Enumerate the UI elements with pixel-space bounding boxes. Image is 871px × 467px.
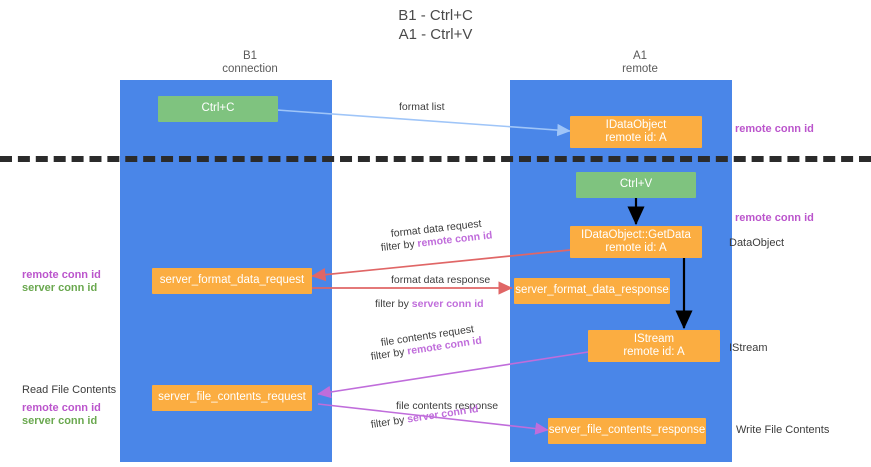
node-ctrl-c-label: Ctrl+C [201,102,235,115]
arrow-label-format-list: format list [399,101,445,113]
column-header-a1-role: remote [622,63,658,75]
title-line-1: B1 - Ctrl+C [398,7,473,24]
column-header-b1: B1 connection [150,50,350,76]
node-server-file-contents-request-label: server_file_contents_request [158,391,306,404]
node-ctrl-c[interactable]: Ctrl+C [158,96,278,122]
label-server-conn-id-bottom-left: server conn id [22,415,98,427]
label-read-file-contents: Read File Contents [22,384,117,396]
node-istream-line2: remote id: A [623,346,685,358]
node-server-format-data-request-label: server_format_data_request [159,274,305,287]
node-server-file-contents-response[interactable]: server_file_contents_response [548,418,706,444]
label-remote-conn-id-mid-right: remote conn id [735,212,814,224]
node-idataobject[interactable]: IDataObject remote id: A [570,116,702,148]
column-header-b1-role: connection [222,63,278,75]
label-remote-conn-id-bottom-left: remote conn id [22,402,101,414]
column-header-a1-name: A1 [632,50,648,62]
diagram-title: B1 - Ctrl+C A1 - Ctrl+V [0,6,871,44]
filter-prefix: filter by [370,413,409,431]
node-idataobject-line1: IDataObject [605,118,667,131]
node-getdata-line2: remote id: A [605,242,667,254]
node-istream-line1: IStream [633,332,675,345]
filter-prefix: filter by [370,345,409,363]
node-istream[interactable]: IStream remote id: A [588,330,720,362]
column-header-b1-name: B1 [242,50,258,62]
label-remote-conn-id-mid-left: remote conn id [22,269,101,281]
title-line-2: A1 - Ctrl+V [398,26,473,43]
filter-key: server conn id [411,298,484,310]
node-idataobject-getdata[interactable]: IDataObject::GetData remote id: A [570,226,702,258]
label-write-file-contents: Write File Contents [736,424,830,436]
node-getdata-line1: IDataObject::GetData [581,228,691,241]
arrow-label-file-contents-response: file contents response [396,400,499,412]
node-idataobject-line2: remote id: A [605,132,667,144]
label-remote-conn-id-top-right: remote conn id [735,123,814,135]
filter-prefix: filter by [380,237,419,254]
node-ctrl-v[interactable]: Ctrl+V [576,172,696,198]
label-dataobject: DataObject [729,237,785,249]
arrow-label-format-data-response: format data response [391,274,491,286]
node-server-format-data-response[interactable]: server_format_data_response [514,278,670,304]
column-header-a1: A1 remote [540,50,740,76]
label-server-conn-id-mid-left: server conn id [22,282,98,294]
arrow-label-format-data-response-filter: filter by server conn id [375,298,484,311]
node-server-file-contents-response-label: server_file_contents_response [548,424,706,437]
section-divider [0,156,871,162]
node-server-file-contents-request[interactable]: server_file_contents_request [152,385,312,411]
node-server-format-data-request[interactable]: server_format_data_request [152,268,312,294]
node-ctrl-v-label: Ctrl+V [619,178,653,191]
node-server-format-data-response-label: server_format_data_response [515,284,669,297]
filter-prefix: filter by [375,298,412,310]
label-istream-right: IStream [729,342,768,354]
